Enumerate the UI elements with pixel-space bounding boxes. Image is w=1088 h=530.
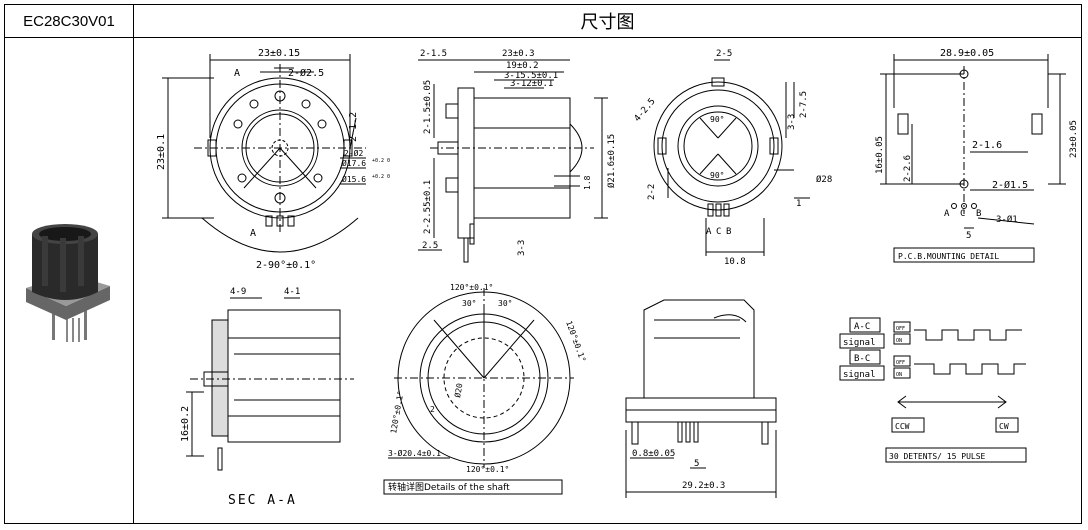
view-bottom [625,299,777,498]
v3-d7: 1 [796,199,801,209]
v3-angle-top: 90° [710,115,724,124]
v2-d4: 3-15.5±0.1 [504,71,558,81]
v1-pin-pitch: 2-1.2 [348,112,359,142]
v3-angle-bottom: 90° [710,171,724,180]
v3-d6: Ø28 [816,174,832,185]
v1-dia-b-tol: +0.2 0 [372,174,390,180]
sig-ccw: CCW [895,422,910,431]
v1-pin-dia: 2-Ø2 [344,148,363,158]
part-code: EC28C30V01 [4,4,134,38]
v4-pin-b: B [976,209,981,219]
v4-d1: 28.9±0.05 [940,48,994,59]
v6-caption: 转轴详图Details of the shaft [388,481,510,493]
sig-detents: 30 DETENTS/ 15 PULSE [889,452,986,461]
v4-d5: 2-1.6 [972,140,1002,151]
view-shaft [383,288,574,495]
sig-ac-off: OFF [896,326,905,332]
v4-d7: 3-Ø1 [996,214,1018,225]
sig-ac-signal: signal [843,338,876,348]
v7-d3: 29.2±0.3 [682,481,725,491]
v3-pin-c: C [716,227,721,237]
v3-d8: 10.8 [724,257,746,267]
v4-d2: 23±0.05 [1069,120,1079,158]
v3-d1: 2-5 [716,49,732,59]
v1-width-dim: 23±0.15 [258,48,300,59]
v4-d3: 16±0.05 [875,136,885,174]
signal-diagram [839,317,1027,463]
v2-d6: 2-1.5±0.05 [423,80,433,134]
v5-d3: 16±0.2 [180,406,191,442]
v2-d7: Ø21.6±0.15 [606,134,617,188]
v1-dia-b: Ø15.6 [342,174,366,184]
v4-d6: 2-Ø1.5 [992,179,1028,191]
view-front [162,54,366,253]
v4-caption: P.C.B.MOUNTING DETAIL [898,252,999,261]
v1-dia-a: Ø17.6 [342,158,366,168]
spec-table: EC28C30V01 尺寸图 [4,4,1082,524]
v6-a5: 120°±0.1° [389,390,405,434]
sig-bc-signal: signal [843,370,876,380]
view-rear [653,59,810,256]
view-side [418,59,608,263]
v3-d5: 2-2 [647,184,657,200]
v3-d3: 3-3 [787,114,797,130]
drawing-cell: 23±0.15 2-Ø2.5 A A 23±0.1 2-1.2 2-Ø2 Ø17… [133,37,1082,524]
v2-d11: 2.5 [422,241,438,251]
v4-d4: 2-2.6 [903,155,913,182]
v3-pin-b: B [726,227,731,237]
sig-bc-label: B-C [854,354,870,364]
sig-bc-off: OFF [896,360,905,366]
v6-a3: 30° [498,299,512,308]
v1-angle: 2-90°±0.1° [256,260,316,271]
v2-d3: 19±0.2 [506,61,539,71]
encoder-photo [26,224,110,342]
view-pcb [880,54,1066,263]
v5-d1: 4-9 [230,287,246,297]
v2-d10: 3-3 [517,240,527,256]
technical-drawing: 23±0.15 2-Ø2.5 A A 23±0.1 2-1.2 2-Ø2 Ø17… [156,48,1079,508]
v1-section-mark-top: A [234,68,240,79]
v5-d2: 4-1 [284,287,300,297]
sig-ac-label: A-C [854,322,870,332]
sig-bc-on: ON [896,372,902,378]
product-photo-cell [4,37,134,524]
v7-d1: 0.8±0.05 [632,449,675,459]
v6-a1: 120°±0.1° [450,283,493,292]
page-title: 尺寸图 [133,4,1082,38]
v2-d5: 3-12±0.1 [510,79,553,89]
v4-pin-a: A [944,209,950,219]
v1-height-dim: 23±0.1 [156,134,167,170]
sig-ac-on: ON [896,338,902,344]
v6-d2: Ø20 [452,382,464,398]
v6-d1: 3-Ø20.4±0.1 [388,448,441,458]
v4-d8: 5 [966,231,971,241]
v4-pin-c: C [960,209,965,219]
sig-cw: CW [999,422,1009,431]
view-section [186,297,354,471]
v3-d4: 2-7.5 [799,91,809,118]
v7-d2: 5 [694,459,699,469]
v2-d8: 1.8 [583,175,592,190]
v1-dia-a-tol: +0.2 0 [372,158,390,164]
v3-d2: 4-2.5 [633,97,658,124]
v5-caption: SEC A-A [228,493,297,508]
v2-d9: 2-2.55±0.1 [423,180,433,234]
v6-a2: 30° [462,299,476,308]
v3-pin-a: A [706,227,712,237]
v6-d3: 2 [430,405,435,414]
v1-section-mark-bottom: A [250,228,256,239]
v1-holes: 2-Ø2.5 [288,67,324,79]
v2-d2: 23±0.3 [502,49,535,59]
v2-d1: 2-1.5 [420,49,447,59]
v6-a6: 120°±0.1° [466,465,509,474]
